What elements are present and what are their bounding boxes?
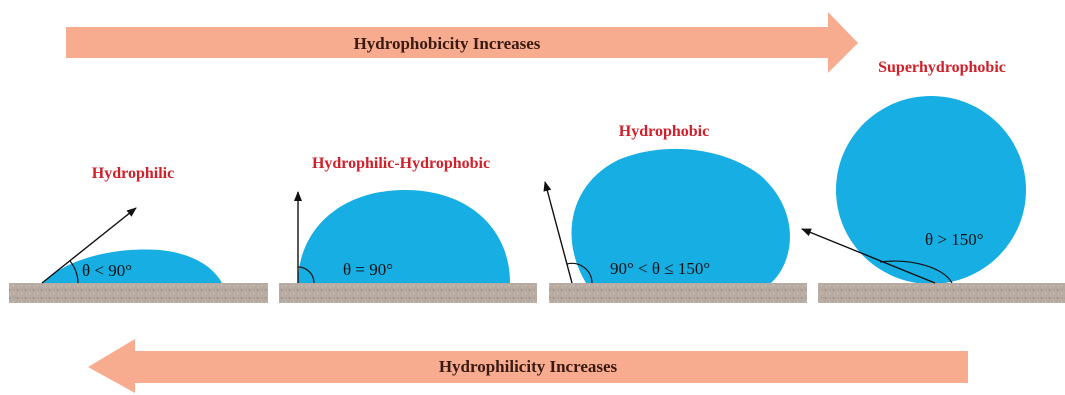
superhydrophobic-title: Superhydrophobic: [878, 59, 1006, 76]
superhydrophobic-angle: θ > 150°: [925, 230, 984, 249]
hydrophilicity-label: Hydrophilicity Increases: [439, 357, 618, 376]
hydrophobic-panel: Hydrophobic 90° < θ ≤ 150°: [543, 123, 807, 303]
droplet: [571, 148, 790, 283]
substrate: [9, 283, 268, 303]
hydrophobicity-label: Hydrophobicity Increases: [354, 34, 541, 53]
substrate: [818, 283, 1065, 303]
hydrophobic-angle: 90° < θ ≤ 150°: [610, 259, 710, 278]
superhydrophobic-panel: Superhydrophobic θ > 150°: [801, 59, 1065, 303]
droplet: [298, 190, 510, 283]
tangent-arrow: [543, 181, 573, 284]
angle-arc: [566, 262, 593, 284]
substrate: [549, 283, 807, 303]
droplet: [836, 96, 1026, 284]
hydrophilic-angle: θ < 90°: [82, 261, 132, 280]
tangent-arrow: [41, 207, 137, 284]
hydrophilic-title: Hydrophilic: [92, 165, 174, 182]
angle-arc: [69, 260, 79, 284]
hydrophilic-panel: Hydrophilic θ < 90°: [9, 165, 268, 303]
tangent-arrow: [801, 228, 936, 284]
hydrophilicity-arrow: Hydrophilicity Increases: [88, 339, 968, 393]
hydrophilic-hydrophobic-angle: θ = 90°: [343, 260, 393, 279]
angle-arc: [297, 266, 315, 284]
hydrophobicity-arrow: Hydrophobicity Increases: [66, 12, 858, 73]
hydrophilic-hydrophobic-title: Hydrophilic-Hydrophobic: [312, 155, 490, 172]
hydrophobic-title: Hydrophobic: [619, 123, 709, 140]
hydrophilic-hydrophobic-panel: Hydrophilic-Hydrophobic θ = 90°: [279, 155, 537, 303]
angle-arc: [879, 260, 953, 284]
droplet: [42, 249, 222, 283]
substrate: [279, 283, 537, 303]
